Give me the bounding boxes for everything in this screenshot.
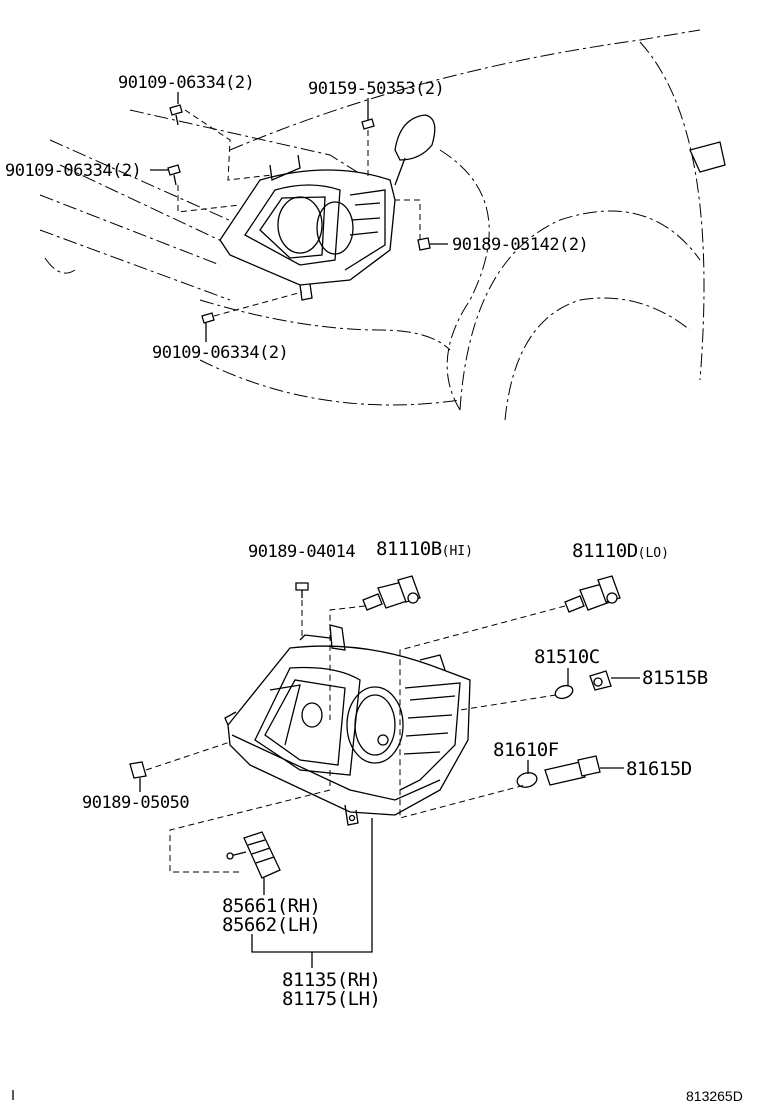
bulb-side-icon [554,684,574,700]
bumper-lines-2 [39,194,221,266]
upper-vehicle-view: 90109-06334(2) 90109-06334(2) 90159-5035… [5,29,726,421]
dash-bolt-top [184,109,273,181]
dash-bulb-side [459,694,557,711]
label-bulb-hi: 81110B(HI) [376,538,473,560]
label-bulb-side: 81510C [534,646,600,668]
socket-side-icon [589,670,612,691]
socket-turn-icon [544,755,601,786]
label-clip-right: 90189-05142(2) [452,235,588,255]
lower-exploded-view: 90189-04014 81110B(HI) 81110D(LO) 81510C… [82,538,708,1010]
dash-clip-left [145,741,231,771]
dash-bulb-lo [399,605,566,819]
dash-bolt-left [177,185,241,213]
side-body [439,149,490,411]
leveling-actuator-icon [226,831,281,879]
label-assy-lh: 81175(LH) [282,988,380,1010]
fender-line [639,41,705,381]
label-bolt-top: 90109-06334(2) [118,73,254,93]
bolt-bottom-icon [201,312,215,324]
bumper-lines [39,229,231,301]
headlamp-assembly [224,624,471,826]
side-marker [689,141,726,173]
label-bolt-left: 90109-06334(2) [5,161,141,181]
label-actuator-rh: 85661(RH) [222,895,320,917]
hood-outline [229,29,701,151]
clip-left-icon [129,761,147,779]
screw-top-icon [361,110,375,130]
lower-body [199,359,461,406]
side-mirror [394,114,436,161]
bulb-hi-icon [362,575,421,611]
diagram-id: 813265D [686,1088,743,1104]
label-socket-side: 81515B [642,667,708,689]
label-bulb-turn: 81610F [493,739,559,761]
wheel-arch-inner [504,297,691,421]
bulb-turn-icon [516,772,538,788]
wheel-arch [459,210,701,411]
label-socket-turn: 81615D [626,758,692,780]
dash-clip-right [395,199,421,240]
bolt-left-icon [167,164,181,186]
label-screw-top: 90159-50353(2) [308,79,444,99]
label-assy-rh: 81135(RH) [282,969,380,991]
dash-bulb-hi [329,605,366,720]
dash-bolt-bottom [213,291,303,317]
grille-line-2 [59,164,231,246]
upper-headlamp [219,154,396,301]
dash-actuator [169,770,331,873]
label-bulb-lo: 81110D(LO) [572,540,669,562]
label-actuator-lh: 85662(LH) [222,914,320,936]
label-screw-top-lower: 90189-04014 [248,542,355,562]
mirror-arm [394,157,406,186]
clip-right-icon [417,237,431,251]
label-bolt-bottom: 90109-06334(2) [152,343,288,363]
bumper-lines-3 [44,257,76,274]
screw-top-lower-icon [295,582,309,598]
label-clip-left: 90189-05050 [82,793,189,813]
body-lower-front [199,299,451,351]
bolt-top-icon [169,104,183,126]
grille-line [49,139,241,226]
bulb-lo-icon [564,575,621,613]
